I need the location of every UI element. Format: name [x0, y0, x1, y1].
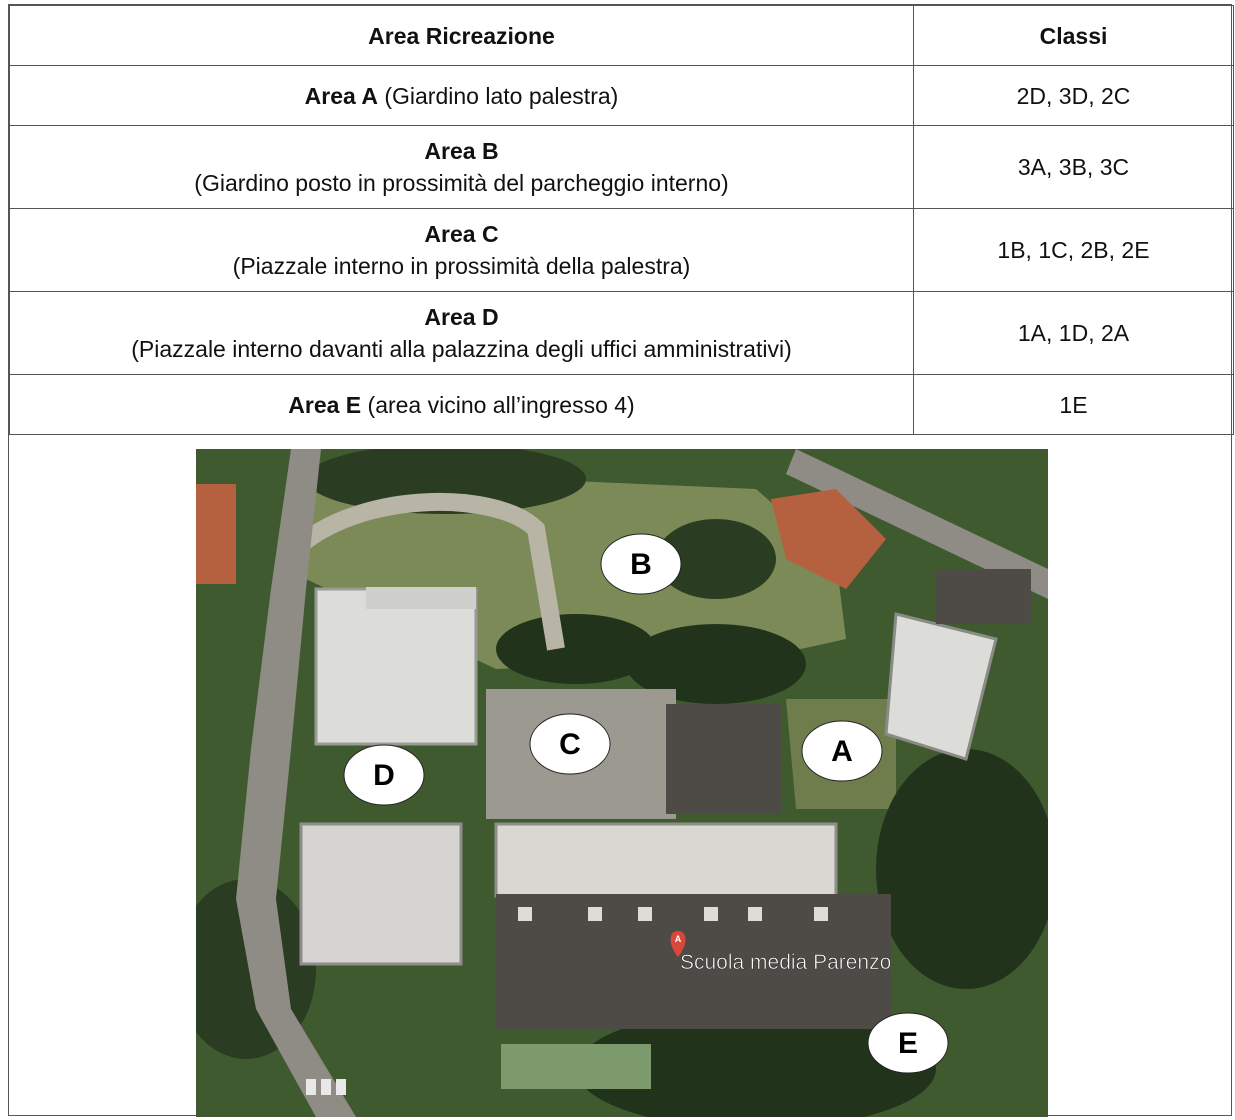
tile-roof-house: [771, 489, 886, 589]
area-cell: Area B (Giardino posto in prossimità del …: [9, 125, 914, 209]
area-description: (Giardino posto in prossimità del parche…: [194, 170, 729, 196]
area-description: (Piazzale interno in prossimità della pa…: [232, 253, 691, 279]
area-cell: Area E (area vicino all’ingresso 4): [9, 374, 914, 435]
area-name: Area C: [424, 221, 499, 247]
table-header-row: Area Ricreazione Classi: [9, 5, 1234, 66]
area-description: (Piazzale interno davanti alla palazzina…: [131, 336, 792, 362]
table-row: Area C (Piazzale interno in prossimità de…: [9, 208, 1234, 292]
area-name: Area A: [304, 82, 378, 109]
area-name: Area D: [424, 304, 499, 330]
area-label-b: B: [600, 533, 682, 595]
area-cell: Area D (Piazzale interno davanti alla pal…: [9, 291, 914, 375]
school-upper-roof: [494, 822, 838, 898]
svg-text:D: D: [373, 759, 395, 792]
roof-skylights: [518, 907, 828, 921]
area-name: Area E: [288, 391, 362, 418]
tree-cluster: [576, 1009, 936, 1117]
svg-text:A: A: [831, 735, 853, 768]
right-building-annex: [936, 569, 1031, 624]
right-building-roof: [884, 612, 998, 761]
aerial-map: A Scuola media Parenzo B C A D: [196, 449, 1048, 1117]
classes-cell: 1A, 1D, 2A: [913, 291, 1234, 375]
garden-path: [279, 493, 565, 651]
table-row: Area A (Giardino lato palestra) 2D, 3D, …: [9, 65, 1234, 126]
pin-letter: A: [675, 934, 682, 944]
lower-left-building-roof: [299, 822, 463, 966]
svg-text:E: E: [898, 1027, 918, 1060]
area-label-e: E: [867, 1012, 949, 1074]
classes-cell: 3A, 3B, 3C: [913, 125, 1234, 209]
area-cell: Area C (Piazzale interno in prossimità de…: [9, 208, 914, 292]
tree-cluster: [496, 614, 656, 684]
gym-building-roof: [314, 587, 478, 746]
dark-courtyard-block: [666, 704, 781, 814]
table-row: Area E (area vicino all’ingresso 4) 1E: [9, 374, 1234, 435]
parked-cars: [306, 1079, 346, 1095]
tile-roof-house: [196, 484, 236, 584]
tree-cluster: [656, 519, 776, 599]
gym-annex-roof: [366, 587, 476, 609]
table-row: Area B (Giardino posto in prossimità del …: [9, 125, 1234, 209]
area-name: Area B: [424, 138, 499, 164]
header-classi: Classi: [913, 5, 1234, 66]
area-label-a: A: [801, 720, 883, 782]
svg-text:C: C: [559, 728, 581, 761]
area-label-c: C: [529, 713, 611, 775]
table-row: Area D (Piazzale interno davanti alla pal…: [9, 291, 1234, 375]
map-pin: A: [670, 931, 686, 957]
svg-text:B: B: [630, 548, 652, 581]
tree-cluster: [306, 449, 586, 514]
tree-cluster: [626, 624, 806, 704]
header-area-ricreazione: Area Ricreazione: [9, 5, 914, 66]
area-description: (Giardino lato palestra): [377, 82, 619, 109]
area-description: (area vicino all’ingresso 4): [361, 391, 635, 418]
classes-cell: 1B, 1C, 2B, 2E: [913, 208, 1234, 292]
area-label-d: D: [343, 744, 425, 806]
road-left: [236, 449, 356, 1117]
aerial-map-drawing: A Scuola media Parenzo B C A D: [196, 449, 1048, 1117]
road-top-right: [786, 449, 1048, 599]
tree-cluster: [876, 749, 1048, 989]
recreation-areas-table: Area Ricreazione Classi Area A (Giardino…: [9, 5, 1234, 435]
green-roof-panels: [501, 1044, 651, 1089]
area-cell: Area A (Giardino lato palestra): [9, 65, 914, 126]
classes-cell: 2D, 3D, 2C: [913, 65, 1234, 126]
document-page: Area Ricreazione Classi Area A (Giardino…: [8, 4, 1234, 1117]
place-label: Scuola media Parenzo: [680, 951, 891, 974]
classes-cell: 1E: [913, 374, 1234, 435]
